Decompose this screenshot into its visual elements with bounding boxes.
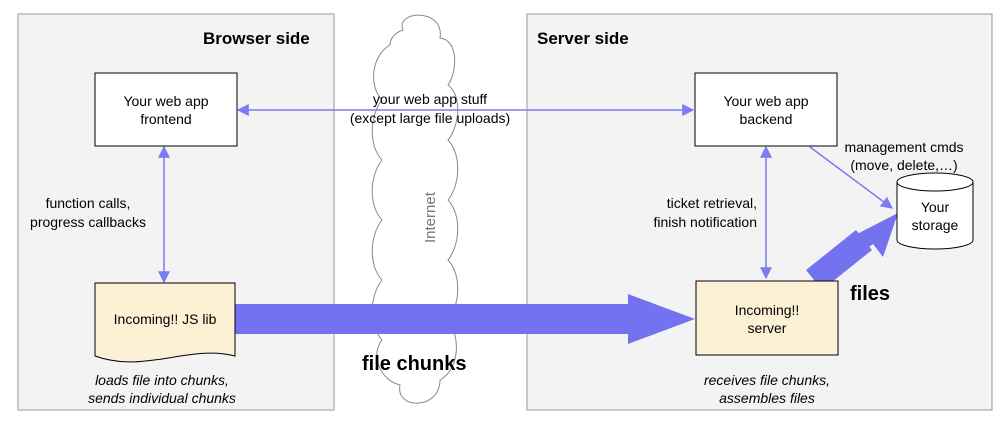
files-arrow bbox=[806, 213, 898, 290]
web-app-stuff-label-2: (except large file uploads) bbox=[350, 110, 510, 126]
function-calls-label-1: function calls, bbox=[46, 195, 131, 211]
file-chunks-label: file chunks bbox=[362, 353, 466, 375]
incoming-server-line2: server bbox=[748, 320, 787, 336]
internet-label: Internet bbox=[422, 191, 439, 243]
js-lib-label: Incoming!! JS lib bbox=[114, 311, 217, 327]
management-arrow bbox=[809, 146, 893, 209]
frontend-line1: Your web app bbox=[123, 93, 208, 109]
backend-line1: Your web app bbox=[723, 93, 808, 109]
server-caption-2: assembles files bbox=[719, 390, 815, 406]
server-side-title: Server side bbox=[537, 29, 629, 48]
js-lib-caption-2: sends individual chunks bbox=[88, 390, 236, 406]
server-caption-1: receives file chunks, bbox=[704, 372, 830, 388]
ticket-label-2: finish notification bbox=[653, 214, 757, 230]
frontend-box bbox=[94, 72, 238, 147]
internet-cloud bbox=[371, 14, 459, 404]
ticket-label-1: ticket retrieval, bbox=[667, 195, 757, 211]
function-calls-label-2: progress callbacks bbox=[30, 214, 146, 230]
browser-side-title: Browser side bbox=[203, 29, 310, 48]
incoming-server-box bbox=[695, 280, 839, 356]
management-label-2: (move, delete,…) bbox=[850, 157, 957, 173]
frontend-line2: frontend bbox=[140, 111, 191, 127]
storage-line1: Your bbox=[921, 199, 950, 215]
js-lib-document bbox=[94, 282, 236, 363]
storage-line2: storage bbox=[912, 217, 959, 233]
backend-line2: backend bbox=[740, 111, 793, 127]
storage-cylinder bbox=[896, 172, 974, 250]
files-label: files bbox=[850, 283, 890, 305]
js-lib-caption-1: loads file into chunks, bbox=[95, 372, 229, 388]
management-label-1: management cmds bbox=[844, 139, 963, 155]
backend-box bbox=[694, 72, 838, 147]
incoming-server-line1: Incoming!! bbox=[735, 302, 800, 318]
file-chunks-arrow bbox=[234, 294, 695, 344]
web-app-stuff-label-1: your web app stuff bbox=[373, 91, 487, 107]
